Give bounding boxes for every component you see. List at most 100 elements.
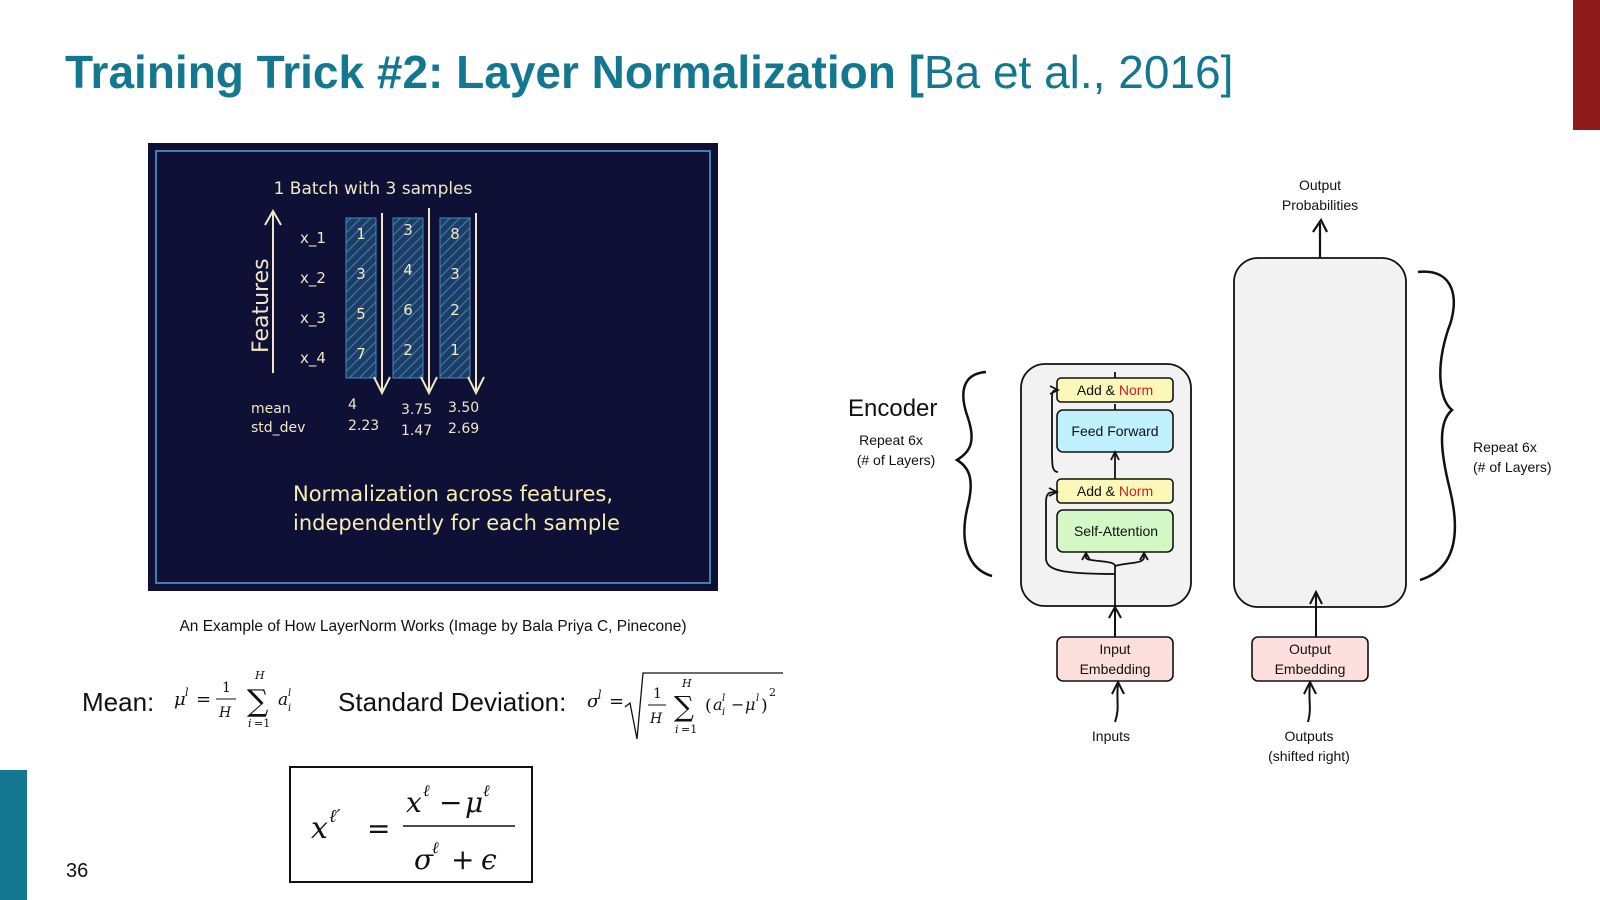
features-axis-label: Features: [249, 258, 274, 353]
svg-text:l: l: [756, 693, 759, 704]
svg-text:=1: =1: [681, 723, 697, 736]
output-probabilities-label-2: Probabilities: [1282, 197, 1358, 213]
output-embedding-label: Output: [1289, 641, 1331, 657]
slide-title: Training Trick #2: Layer Normalization […: [65, 44, 1233, 100]
cell-value: 2: [403, 341, 413, 359]
cell-value: 1: [450, 341, 460, 359]
svg-text:x: x: [406, 786, 422, 819]
page-number: 36: [66, 860, 89, 882]
svg-text:=: =: [367, 812, 390, 845]
svg-text:a: a: [713, 695, 723, 714]
transformer-diagram: Output Probabilities Repeat 6x (# of Lay…: [848, 177, 1552, 764]
normalization-formula-box: x ℓ′ = x ℓ − μ ℓ σ ℓ + ϵ: [289, 766, 533, 883]
mean-row-label: mean: [251, 401, 291, 417]
svg-text:=1: =1: [254, 717, 270, 730]
self-attention-label: Self-Attention: [1074, 523, 1158, 539]
svg-text:1: 1: [222, 680, 231, 696]
svg-text:l: l: [598, 688, 602, 701]
mean-value: 3.50: [448, 400, 479, 416]
mean-value: 4: [348, 397, 357, 413]
add-norm-bottom-norm: Norm: [1119, 483, 1153, 499]
encoder-brace: [954, 370, 993, 578]
svg-text:ℓ: ℓ: [483, 781, 490, 800]
svg-text:1: 1: [653, 686, 662, 702]
svg-text:H: H: [681, 677, 692, 690]
svg-text:σ: σ: [414, 843, 434, 876]
svg-text:=: =: [609, 691, 624, 712]
batch-heading: 1 Batch with 3 samples: [274, 179, 473, 199]
decoder-repeat-label: Repeat 6x: [1473, 439, 1537, 455]
mean-label: Mean:: [82, 687, 155, 717]
cell-value: 3: [450, 265, 460, 283]
inputs-label: Inputs: [1092, 728, 1130, 744]
decoder-block: [1233, 257, 1407, 608]
add-norm-bottom-label: Add & Norm: [1077, 483, 1153, 499]
svg-text:=: =: [196, 689, 211, 710]
svg-text:μ: μ: [174, 689, 186, 710]
row-label: x_2: [300, 269, 326, 288]
cell-value: 2: [450, 301, 460, 319]
feed-forward-label: Feed Forward: [1071, 423, 1158, 439]
layernorm-example-image: 1 Batch with 3 samples Features x_1 x_2 …: [148, 143, 718, 591]
svg-text:l: l: [722, 693, 725, 704]
cell-value: 8: [450, 225, 460, 243]
std-value: 1.47: [401, 423, 432, 439]
svg-text:H: H: [218, 705, 232, 721]
outputs-label-2: (shifted right): [1268, 748, 1350, 764]
add-norm-top-norm: Norm: [1119, 382, 1153, 398]
std-value: 2.23: [348, 418, 379, 434]
svg-text:+: +: [451, 843, 474, 876]
blackboard-note-line1: Normalization across features,: [293, 482, 613, 506]
title-bold: Training Trick #2: Layer Normalization [: [65, 46, 924, 98]
input-embedding-label-2: Embedding: [1080, 661, 1151, 677]
svg-text:): ): [761, 696, 768, 716]
output-probabilities-label: Output: [1299, 177, 1341, 193]
svg-text:i: i: [722, 707, 725, 718]
embedding-arrows: [1108, 589, 1323, 723]
encoder-label: Encoder: [848, 395, 937, 422]
svg-text:∑: ∑: [247, 684, 269, 719]
svg-text:H: H: [254, 669, 265, 682]
cell-value: 5: [356, 305, 366, 323]
decoder-brace: [1417, 270, 1457, 582]
decoder-repeat-label-2: (# of Layers): [1473, 459, 1552, 475]
svg-text:i: i: [675, 723, 679, 736]
row-label: x_1: [300, 229, 326, 248]
encoder-repeat-label: Repeat 6x: [859, 432, 923, 448]
self-attention-box: [1056, 509, 1174, 553]
std-formula: σ l = 1 H H ∑ i =1 ( a l i − μ l ) 2: [587, 672, 783, 740]
svg-text:ℓ: ℓ: [423, 781, 430, 800]
svg-text:2: 2: [769, 686, 776, 699]
input-embedding-label: Input: [1099, 641, 1130, 657]
add-norm-top-label: Add & Norm: [1077, 382, 1153, 398]
title-citation: Ba et al., 2016]: [923, 46, 1234, 98]
svg-text:i: i: [248, 717, 252, 730]
svg-text:l: l: [288, 688, 291, 699]
encoder-arrows: [1045, 372, 1149, 630]
svg-text:μ: μ: [465, 786, 483, 819]
std-row-label: std_dev: [251, 420, 305, 436]
image-caption: An Example of How LayerNorm Works (Image…: [179, 618, 687, 635]
mean-formula: μ l = 1 H H ∑ i =1 a l i: [174, 669, 291, 730]
cell-value: 6: [403, 301, 413, 319]
std-label: Standard Deviation:: [338, 687, 567, 717]
mean-value: 3.75: [401, 402, 432, 418]
cell-value: 4: [403, 261, 413, 279]
normalization-formula: x ℓ′ = x ℓ − μ ℓ σ ℓ + ϵ: [311, 781, 515, 876]
svg-text:μ: μ: [745, 695, 755, 714]
svg-text:ϵ: ϵ: [481, 843, 497, 876]
svg-text:∑: ∑: [674, 690, 694, 723]
row-label: x_3: [300, 309, 326, 328]
svg-text:ℓ: ℓ: [432, 838, 439, 857]
svg-text:H: H: [649, 711, 663, 727]
outputs-label: Outputs: [1284, 728, 1333, 744]
svg-text:a: a: [278, 690, 288, 710]
cell-value: 3: [403, 221, 413, 239]
blackboard-note-line2: independently for each sample: [293, 511, 620, 535]
cell-value: 3: [356, 265, 366, 283]
svg-text:−: −: [731, 695, 744, 714]
cell-value: 7: [356, 345, 366, 363]
output-embedding-label-2: Embedding: [1275, 661, 1346, 677]
svg-text:ℓ′: ℓ′: [329, 806, 341, 827]
cell-value: 1: [356, 225, 366, 243]
